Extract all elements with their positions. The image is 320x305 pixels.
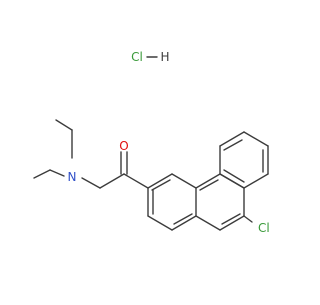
carbonyl-ring-bond [123, 173, 149, 189]
ring-c-bond-2 [219, 131, 245, 147]
salt-hydrogen-label: H [160, 50, 169, 64]
ch2-carbonyl-bond [99, 173, 125, 189]
molecule-drawing: Cl H [33, 50, 270, 235]
structure-diagram: Cl H [33, 50, 270, 235]
ring-a-double-3 [151, 179, 171, 191]
nitrogen-label: N [68, 170, 77, 184]
ring-c-bond-5 [243, 173, 269, 189]
ring-a-bond-3 [171, 215, 197, 231]
ring-a-bond-6 [147, 173, 173, 189]
ethyl-2-bond-a [33, 169, 51, 179]
ring-c-bond-6 [219, 173, 245, 189]
ring-a-bond-5 [171, 173, 197, 189]
salt-chlorine-label: Cl [131, 50, 143, 64]
ring-c-double-1 [223, 139, 243, 151]
ring-a-bond-2 [147, 215, 173, 231]
chlorine-label: Cl [258, 221, 270, 235]
ring-c-double-3 [223, 169, 245, 183]
ring-b-double-2 [199, 179, 219, 191]
ring-b-bond-5 [195, 173, 221, 189]
ring-b-double-1 [221, 213, 241, 225]
ring-b-bond-1 [195, 215, 221, 231]
ring-b-bond-2 [219, 215, 245, 231]
ethyl-2-bond-b [49, 169, 65, 177]
ring-c-bond-3 [243, 131, 269, 147]
ethyl-1-bond-a [55, 119, 73, 131]
oxygen-label: O [119, 139, 128, 153]
ring-a-double-2 [173, 213, 193, 225]
c-cl-bond [243, 215, 253, 223]
n-ch2-bond [81, 177, 101, 189]
